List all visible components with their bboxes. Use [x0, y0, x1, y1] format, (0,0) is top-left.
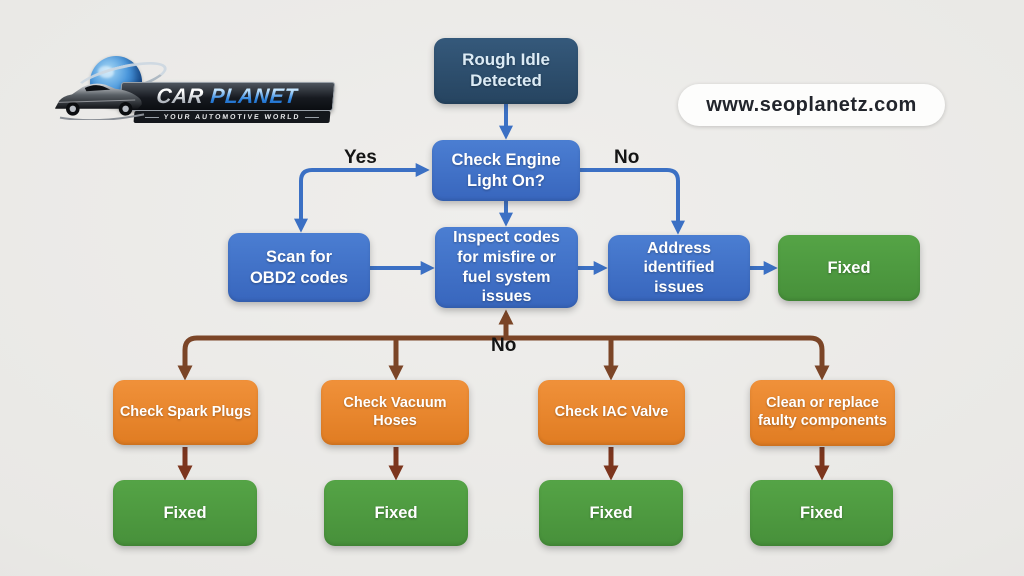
node-check-vacuum-hoses: Check Vacuum Hoses [321, 380, 469, 445]
car-icon [55, 83, 145, 120]
node-scan-obd2: Scan for OBD2 codes [228, 233, 370, 302]
logo-banner: CAR PLANET [118, 82, 336, 111]
edge-no-branch-right [580, 168, 685, 235]
node-fixed-top: Fixed [778, 235, 920, 301]
node-fixed-2: Fixed [324, 480, 468, 546]
node-label: Fixed [827, 258, 871, 277]
node-label: Rough Idle Detected [462, 50, 550, 90]
node-label: Check IAC Valve [554, 403, 669, 420]
node-clean-replace: Clean or replace faulty components [750, 380, 895, 446]
node-fixed-3: Fixed [539, 480, 683, 546]
node-label: Fixed [589, 503, 633, 522]
node-inspect-codes: Inspect codes for misfire or fuel system… [435, 227, 578, 308]
node-fixed-4: Fixed [750, 480, 893, 546]
node-label: Address identified issues [643, 239, 715, 296]
logo-text-car: CAR [155, 84, 205, 108]
node-label: Scan for OBD2 codes [249, 248, 349, 287]
node-label: Fixed [374, 503, 418, 522]
node-rough-idle: Rough Idle Detected [434, 38, 578, 104]
node-label: Inspect codes for misfire or fuel system… [453, 229, 560, 306]
node-label: Check Spark Plugs [119, 403, 252, 420]
node-check-engine-light: Check Engine Light On? [432, 140, 580, 201]
node-check-iac-valve: Check IAC Valve [538, 380, 685, 445]
edge-yes-branch [294, 163, 430, 233]
node-label: Clean or replace faulty components [758, 395, 887, 429]
car-planet-logo: CAR PLANET YOUR AUTOMOTIVE WORLD [52, 50, 336, 128]
website-badge: www.seoplanetz.com [678, 84, 945, 126]
node-label: Fixed [163, 503, 207, 522]
node-check-spark-plugs: Check Spark Plugs [113, 380, 258, 445]
logo-text-planet: PLANET [209, 84, 299, 108]
branch-label-yes: Yes [344, 147, 377, 168]
node-label: Check Engine Light On? [451, 151, 561, 190]
node-fixed-1: Fixed [113, 480, 257, 546]
node-label: Check Vacuum Hoses [343, 394, 447, 429]
branch-label-no-right: No [614, 147, 640, 168]
node-address-issues: Address identified issues [608, 235, 750, 301]
logo-tagline-text: YOUR AUTOMOTIVE WORLD [163, 113, 301, 121]
logo-tagline: YOUR AUTOMOTIVE WORLD [133, 111, 331, 123]
node-label: Fixed [799, 503, 844, 522]
branch-label-no-bottom: No [491, 335, 517, 356]
